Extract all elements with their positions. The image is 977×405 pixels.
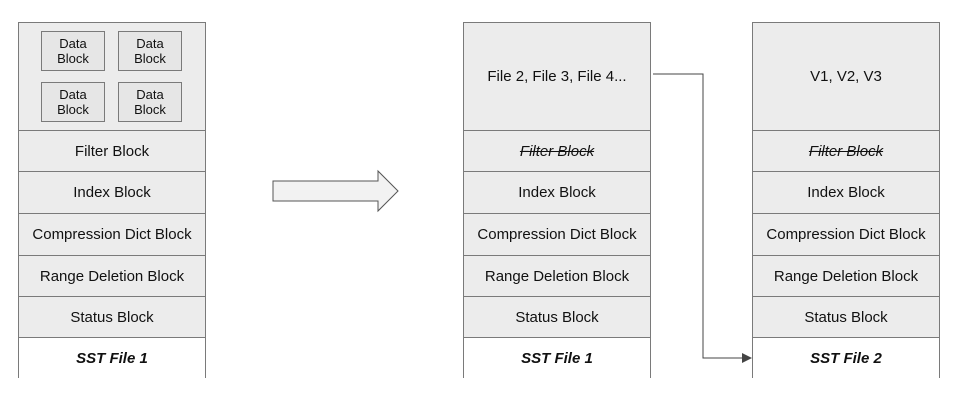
status-block: Status Block xyxy=(464,297,650,338)
status-block: Status Block xyxy=(19,297,205,338)
status-block: Status Block xyxy=(753,297,939,338)
filter-block-label: Filter Block xyxy=(519,142,595,160)
data-block: Data Block xyxy=(41,82,105,122)
filter-block: Filter Block xyxy=(19,131,205,172)
compression-dict-block: Compression Dict Block xyxy=(464,214,650,256)
filter-block-label: Filter Block xyxy=(808,142,884,160)
data-block: Data Block xyxy=(41,31,105,71)
range-deletion-block: Range Deletion Block xyxy=(464,256,650,297)
data-blocks-section: Data Block Data Block Data Block Data Bl… xyxy=(19,23,205,131)
compression-dict-block: Compression Dict Block xyxy=(19,214,205,256)
range-deletion-block: Range Deletion Block xyxy=(19,256,205,297)
arrowhead-icon xyxy=(742,353,752,363)
filter-block: Filter Block xyxy=(753,131,939,172)
data-block: Data Block xyxy=(118,31,182,71)
file-references: File 2, File 3, File 4... xyxy=(464,23,650,131)
compression-dict-block: Compression Dict Block xyxy=(753,214,939,256)
reference-connector xyxy=(653,73,744,359)
range-deletion-block: Range Deletion Block xyxy=(753,256,939,297)
data-block: Data Block xyxy=(118,82,182,122)
sst-file-main: File 2, File 3, File 4... Filter Block I… xyxy=(463,22,651,378)
sst-file-label: SST File 2 xyxy=(753,338,939,378)
sst-file-label: SST File 1 xyxy=(19,338,205,378)
sst-file-original: Data Block Data Block Data Block Data Bl… xyxy=(18,22,206,378)
index-block: Index Block xyxy=(19,172,205,214)
index-block: Index Block xyxy=(464,172,650,214)
values-section: V1, V2, V3 xyxy=(753,23,939,131)
index-block: Index Block xyxy=(753,172,939,214)
transform-arrow-icon xyxy=(272,169,399,213)
filter-block: Filter Block xyxy=(464,131,650,172)
sst-file-label: SST File 1 xyxy=(464,338,650,378)
sst-file-values: V1, V2, V3 Filter Block Index Block Comp… xyxy=(752,22,940,378)
